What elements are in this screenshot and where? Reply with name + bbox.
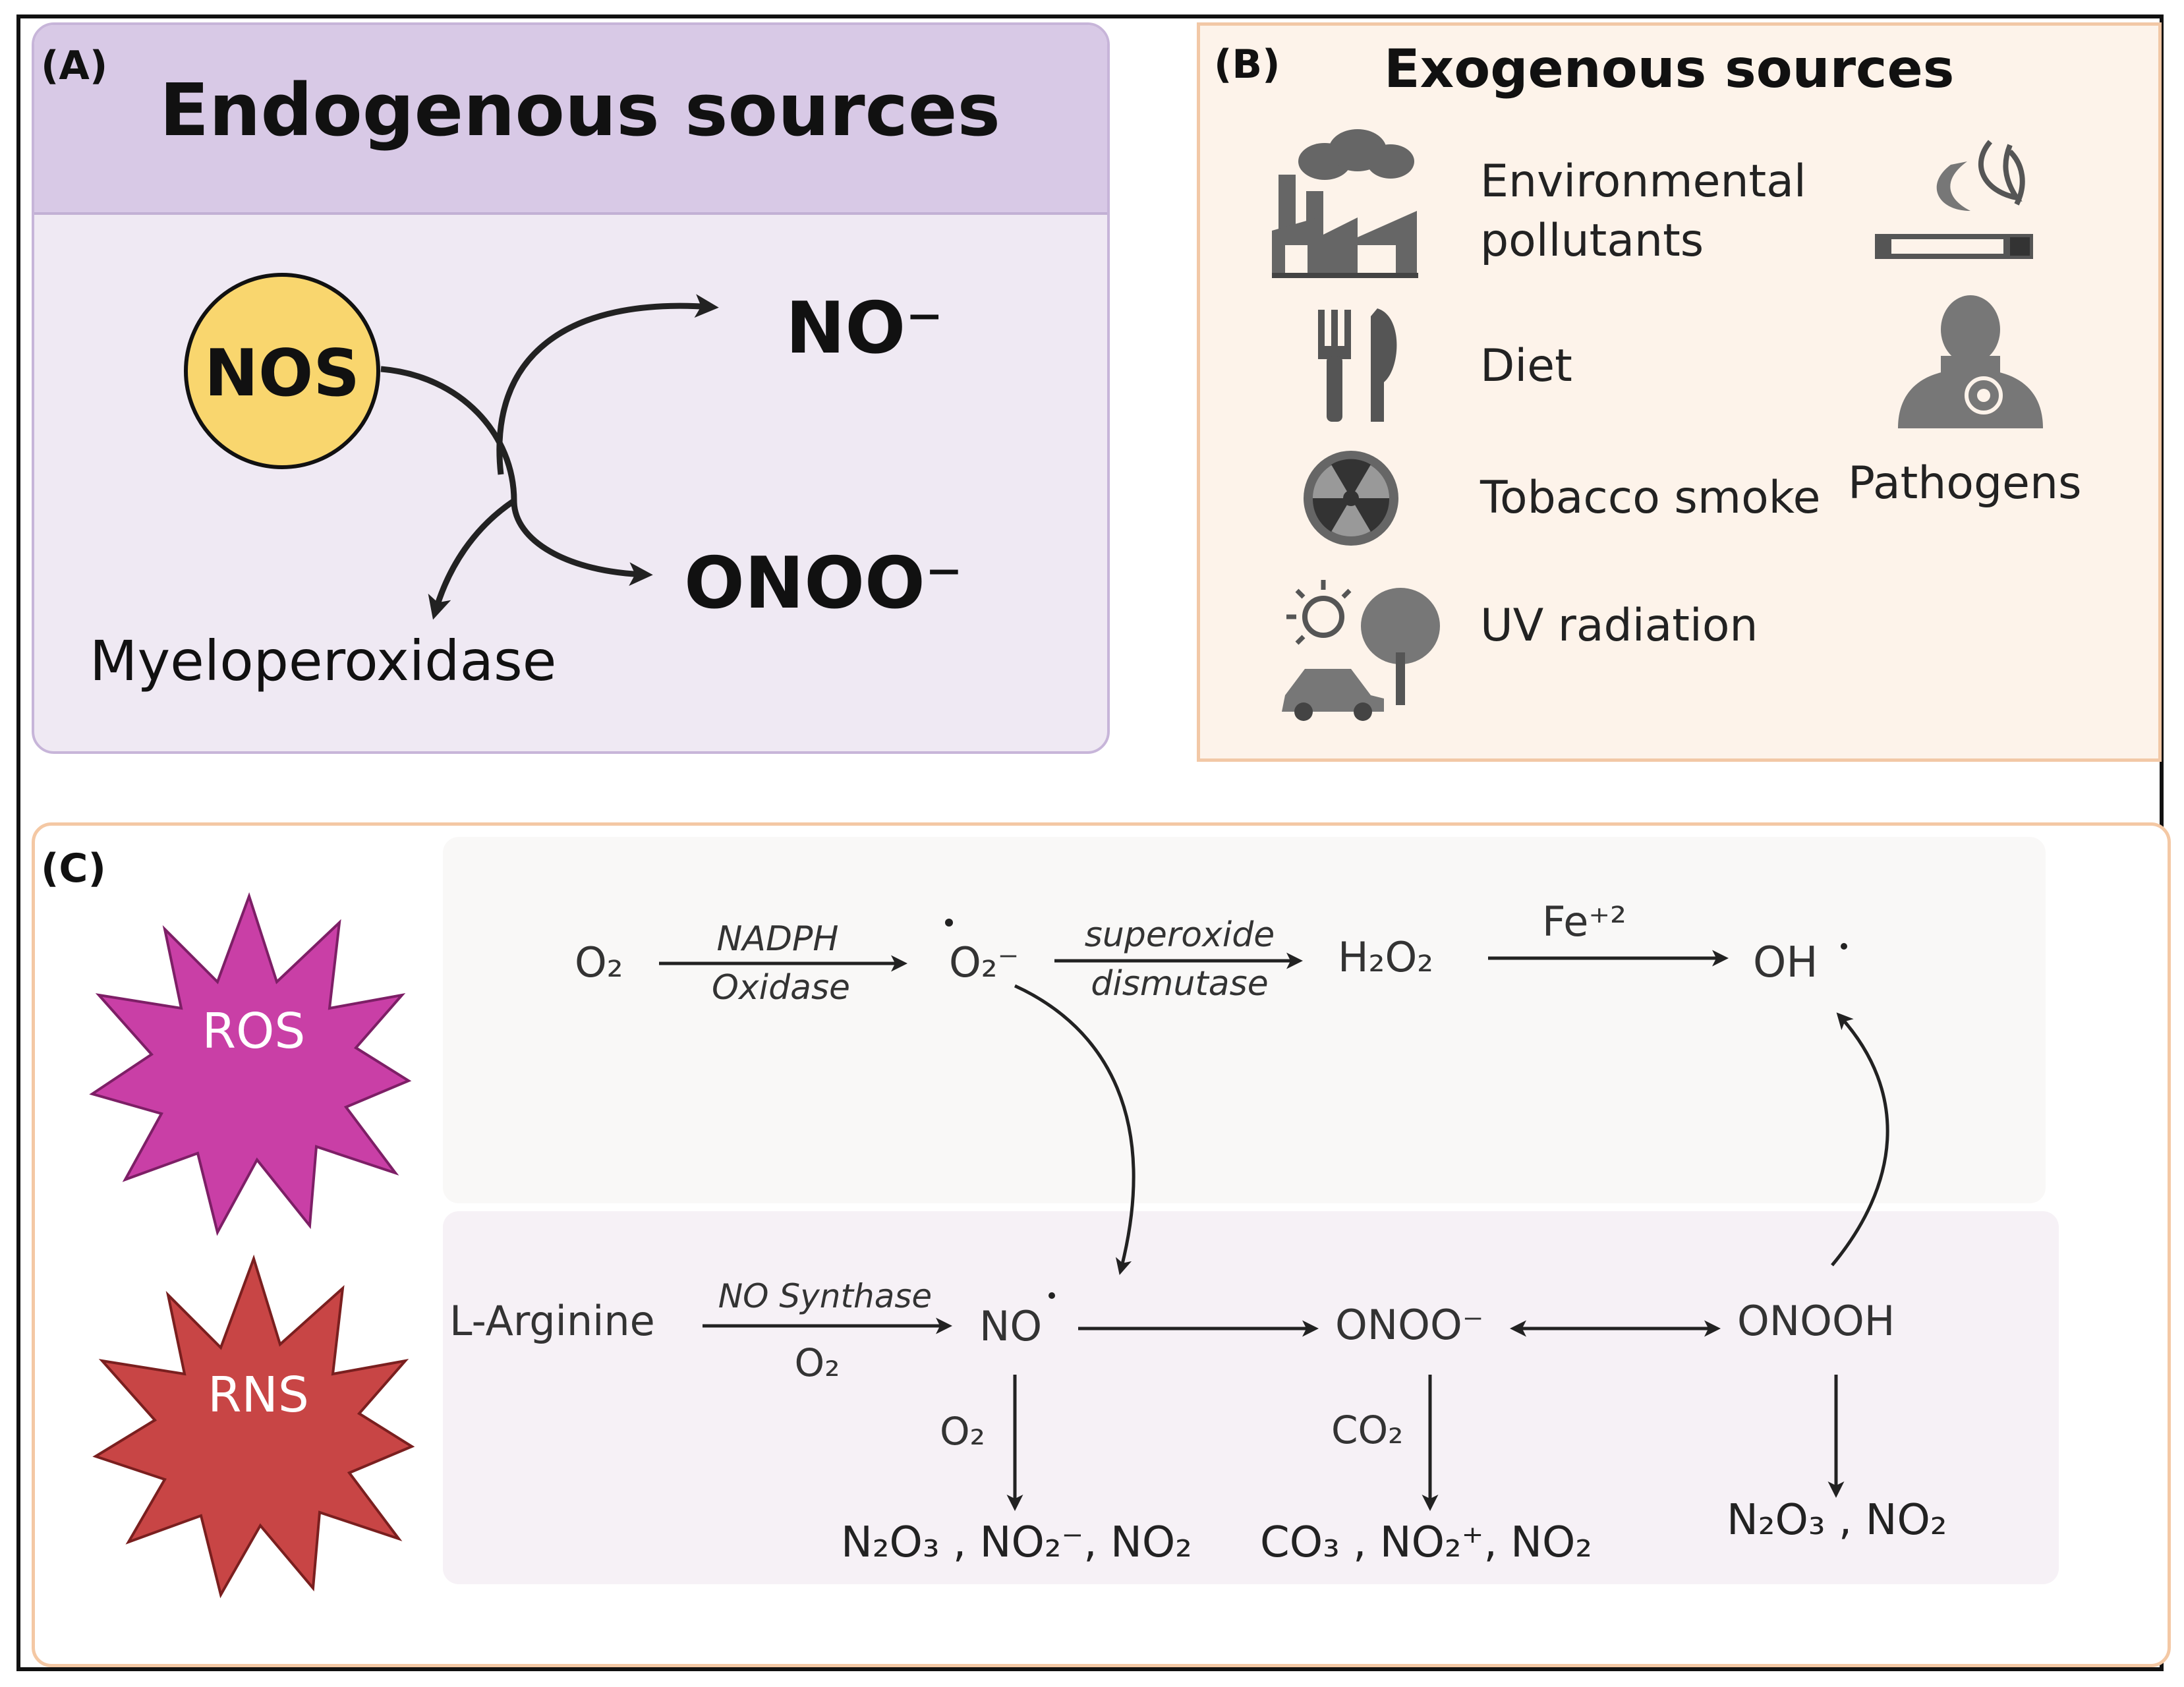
no-label: NO [979, 1302, 1042, 1350]
no-products-label: N₂O₃ , NO₂⁻, NO₂ [841, 1518, 1192, 1567]
person-icon [1898, 295, 2043, 428]
product-onoo: ONOO⁻ [684, 542, 963, 625]
environmental-pollutants-label-2: pollutants [1480, 215, 1704, 267]
nos-label: NOS [204, 336, 360, 411]
panel-b-title: Exogenous sources [1384, 38, 1954, 100]
rns-pathway-band [443, 1211, 2059, 1584]
fe-catalyst-label: Fe⁺² [1542, 898, 1626, 946]
cigarette-icon [1875, 140, 2033, 259]
onooh-to-oh-arrow [1831, 1012, 1889, 1267]
to-no-arrow [496, 294, 719, 475]
tobacco-smoke-label: Tobacco smoke [1480, 472, 1820, 524]
o2-label: O₂ [575, 938, 623, 986]
l-arginine-label: L-Arginine [449, 1297, 655, 1345]
nadph-label: NADPH [717, 919, 839, 959]
co2-reagent-label: CO₂ [1331, 1408, 1403, 1452]
factory-icon [1272, 129, 1418, 278]
product-no: NO⁻ [786, 287, 943, 370]
nos-to-onoo-arrow [380, 366, 653, 586]
panel-a-title: Endogenous sources [159, 68, 1000, 152]
panel-endogenous-header [34, 25, 1107, 215]
radiation-icon [1304, 451, 1398, 546]
ros-star [89, 892, 412, 1236]
environmental-pollutants-label-1: Environmental [1480, 156, 1806, 208]
hydroxyl-label: OH [1753, 938, 1818, 987]
superoxide-radical-dot [945, 919, 953, 927]
onooh-products-label: N₂O₃ , NO₂ [1727, 1496, 1947, 1545]
uv-radiation-label: UV radiation [1480, 600, 1758, 652]
rns-label: RNS [208, 1367, 309, 1423]
no-o2-reagent-label: O₂ [940, 1409, 985, 1454]
pathogens-label: Pathogens [1848, 457, 2082, 509]
diet-label: Diet [1480, 340, 1572, 392]
myeloperoxidase-label: Myeloperoxidase [90, 629, 556, 693]
fork-knife-icon [1318, 308, 1397, 422]
panel-b-label: (B) [1214, 42, 1280, 88]
h2o2-label: H₂O₂ [1338, 933, 1433, 981]
to-myeloperoxidase-arrow [428, 498, 516, 620]
onoo-label: ONOO⁻ [1335, 1301, 1484, 1349]
onoo-products-label: CO₃ , NO₂⁺, NO₂ [1260, 1518, 1592, 1567]
hydroxyl-radical-dot [1841, 943, 1847, 950]
ros-label: ROS [202, 1003, 306, 1060]
superoxide-dismutase-label-2: dismutase [1091, 964, 1269, 1004]
nos-circle [184, 273, 380, 469]
ros-pathway-band [443, 837, 2046, 1203]
no-synthase-o2-label: O₂ [795, 1340, 840, 1385]
superoxide-label: O₂⁻ [949, 938, 1019, 986]
rns-star [92, 1254, 415, 1599]
superoxide-to-no-arrow [1014, 984, 1135, 1275]
panel-a-label: (A) [41, 43, 107, 89]
sun-tree-car-icon [1282, 580, 1440, 721]
no-radical-dot [1049, 1292, 1055, 1299]
superoxide-dismutase-label-1: superoxide [1085, 915, 1275, 955]
panel-c-label: (C) [41, 845, 106, 892]
no-synthase-label: NO Synthase [718, 1277, 932, 1315]
onooh-label: ONOOH [1737, 1297, 1895, 1345]
oxidase-label: Oxidase [712, 968, 850, 1008]
